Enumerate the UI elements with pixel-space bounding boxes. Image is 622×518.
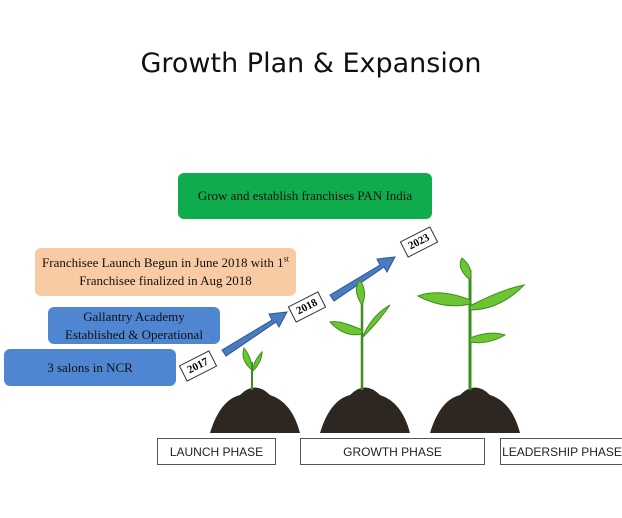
milestone-franchisee: Franchisee Launch Begun in June 2018 wit… [35,248,296,296]
soil-pile-1 [210,387,300,433]
arrow-2018-2023 [329,256,396,302]
sprout-small [242,346,263,390]
superscript: st [283,255,289,265]
soil-pile-3 [430,387,520,433]
soil-pile-2 [320,387,410,433]
milestone-text: Established & Operational [65,326,203,342]
milestone-text: Franchisee Launch Begun in June 2018 wit… [42,255,284,271]
phase-growth: GROWTH PHASE [300,438,485,465]
milestone-text: Gallantry Academy [83,308,185,324]
page-title: Growth Plan & Expansion [140,48,482,79]
milestone-text: Grow and establish franchises PAN India [197,188,413,204]
plant-medium [329,279,391,390]
phase-launch: LAUNCH PHASE [157,438,276,465]
phase-leadership: LEADERSHIP PHASE [500,438,622,465]
plant-tall [416,257,526,390]
milestone-pan-india: Grow and establish franchises PAN India [178,173,432,219]
milestone-text: 3 salons in NCR [47,359,133,375]
milestone-salons: 3 salons in NCR [4,349,176,386]
milestone-text: Franchisee finalized in Aug 2018 [79,273,252,288]
arrow-2017-2018 [221,311,288,357]
